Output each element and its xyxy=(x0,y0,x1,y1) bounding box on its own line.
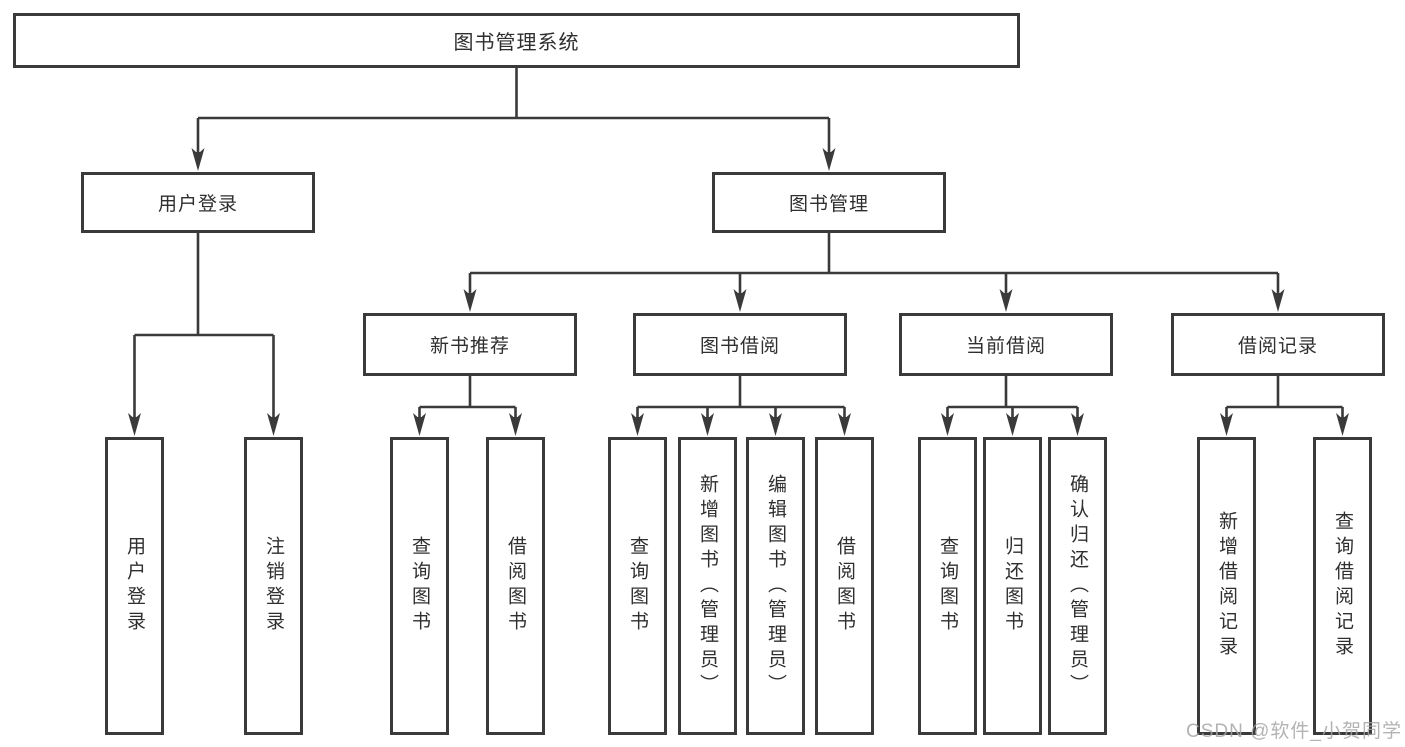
node-label: 查询图书 xyxy=(627,536,648,636)
node-label: 图书借阅 xyxy=(699,336,780,357)
leaf-query-books-3: 查询图书 xyxy=(918,437,977,735)
leaf-logout: 注销登录 xyxy=(244,437,303,735)
node-label: 编辑图书（管理员） xyxy=(765,473,786,699)
node-user-login-branch: 用户登录 xyxy=(81,172,315,233)
node-label: 图书管理系统 xyxy=(453,32,580,54)
node-label: 查询图书 xyxy=(409,536,430,636)
leaf-return-books: 归还图书 xyxy=(983,437,1042,735)
leaf-user-login: 用户登录 xyxy=(105,437,164,735)
node-label: 查询借阅记录 xyxy=(1332,511,1353,661)
node-label: 借阅记录 xyxy=(1237,336,1318,357)
leaf-query-books-1: 查询图书 xyxy=(390,437,449,735)
node-label: 用户登录 xyxy=(157,194,238,215)
node-label: 确认归还（管理员） xyxy=(1067,473,1088,699)
node-label: 注销登录 xyxy=(263,536,284,636)
leaf-query-books-2: 查询图书 xyxy=(608,437,667,735)
node-label: 查询图书 xyxy=(937,536,958,636)
node-label: 新增图书（管理员） xyxy=(697,473,718,699)
leaf-add-borrow-record: 新增借阅记录 xyxy=(1197,437,1256,735)
leaf-query-borrow-record: 查询借阅记录 xyxy=(1313,437,1372,735)
node-label: 新增借阅记录 xyxy=(1216,511,1237,661)
leaf-borrow-books-2: 借阅图书 xyxy=(815,437,874,735)
node-label: 新书推荐 xyxy=(429,336,510,357)
node-book-management-branch: 图书管理 xyxy=(712,172,946,233)
node-library-management-system: 图书管理系统 xyxy=(13,13,1020,68)
node-label: 借阅图书 xyxy=(834,536,855,636)
node-label: 归还图书 xyxy=(1002,536,1023,636)
leaf-confirm-return-admin: 确认归还（管理员） xyxy=(1048,437,1107,735)
node-current-borrowing: 当前借阅 xyxy=(899,313,1113,376)
node-label: 用户登录 xyxy=(124,536,145,636)
node-book-borrowing: 图书借阅 xyxy=(633,313,847,376)
node-borrowing-records: 借阅记录 xyxy=(1171,313,1385,376)
csdn-watermark: CSDN @软件_小贺同学 xyxy=(1186,721,1402,742)
leaf-borrow-books-1: 借阅图书 xyxy=(486,437,545,735)
node-label: 图书管理 xyxy=(788,194,869,215)
node-new-book-recommendation: 新书推荐 xyxy=(363,313,577,376)
leaf-edit-books-admin: 编辑图书（管理员） xyxy=(746,437,805,735)
node-label: 当前借阅 xyxy=(965,336,1046,357)
node-label: 借阅图书 xyxy=(505,536,526,636)
leaf-add-books-admin: 新增图书（管理员） xyxy=(678,437,737,735)
